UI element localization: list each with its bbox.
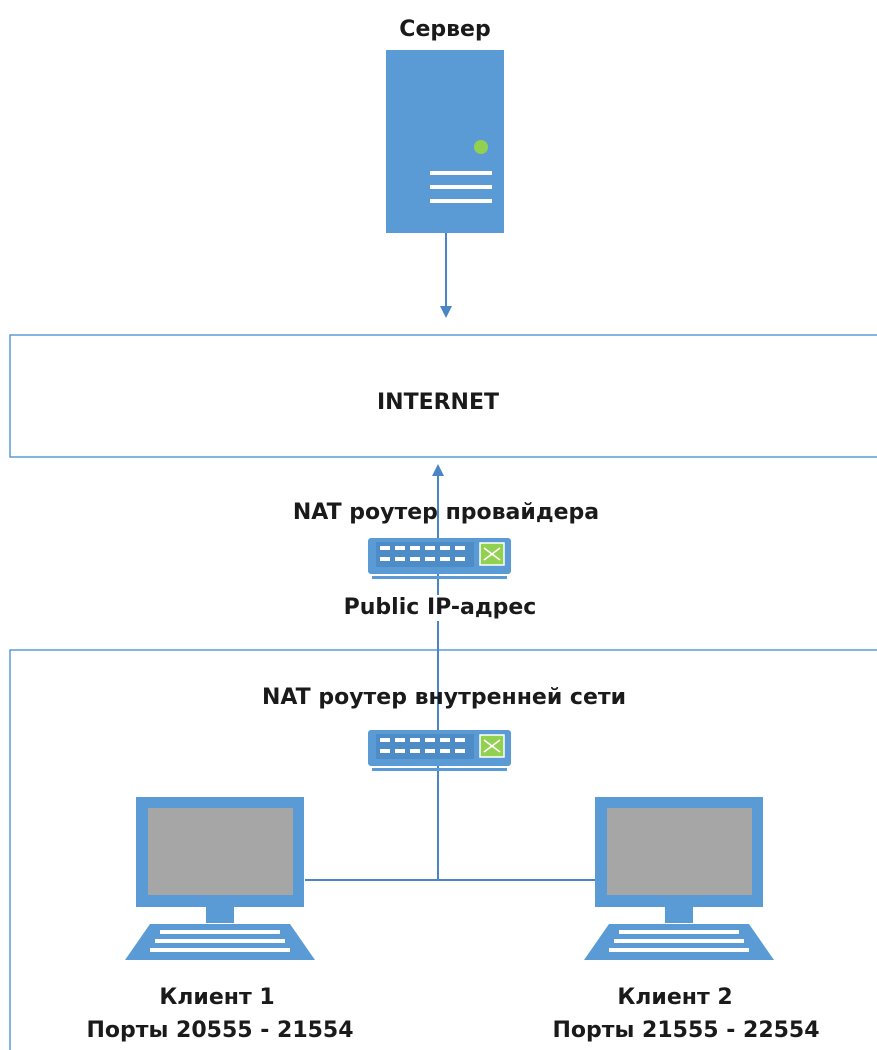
client-1-name: Клиент 1 [159, 985, 275, 1010]
public-ip-label: Public IP-адрес [341, 595, 539, 621]
client-1-ports: Порты 20555 - 21554 [86, 1018, 354, 1043]
internet-box [9, 334, 877, 458]
server-icon [386, 50, 504, 233]
lan-router-label: NAT роутер внутренней сети [261, 685, 627, 710]
client-1-laptop-icon [125, 797, 315, 960]
provider-router-icon [368, 538, 511, 579]
client-2-laptop-icon [584, 797, 774, 960]
lan-router-icon [368, 730, 511, 771]
provider-router-label: NAT роутер провайдера [292, 500, 600, 525]
client-2-ports: Порты 21555 - 22554 [552, 1018, 820, 1043]
internet-label: INTERNET [376, 390, 500, 415]
server-label: Сервер [399, 17, 491, 42]
client-2-name: Клиент 2 [617, 985, 733, 1010]
